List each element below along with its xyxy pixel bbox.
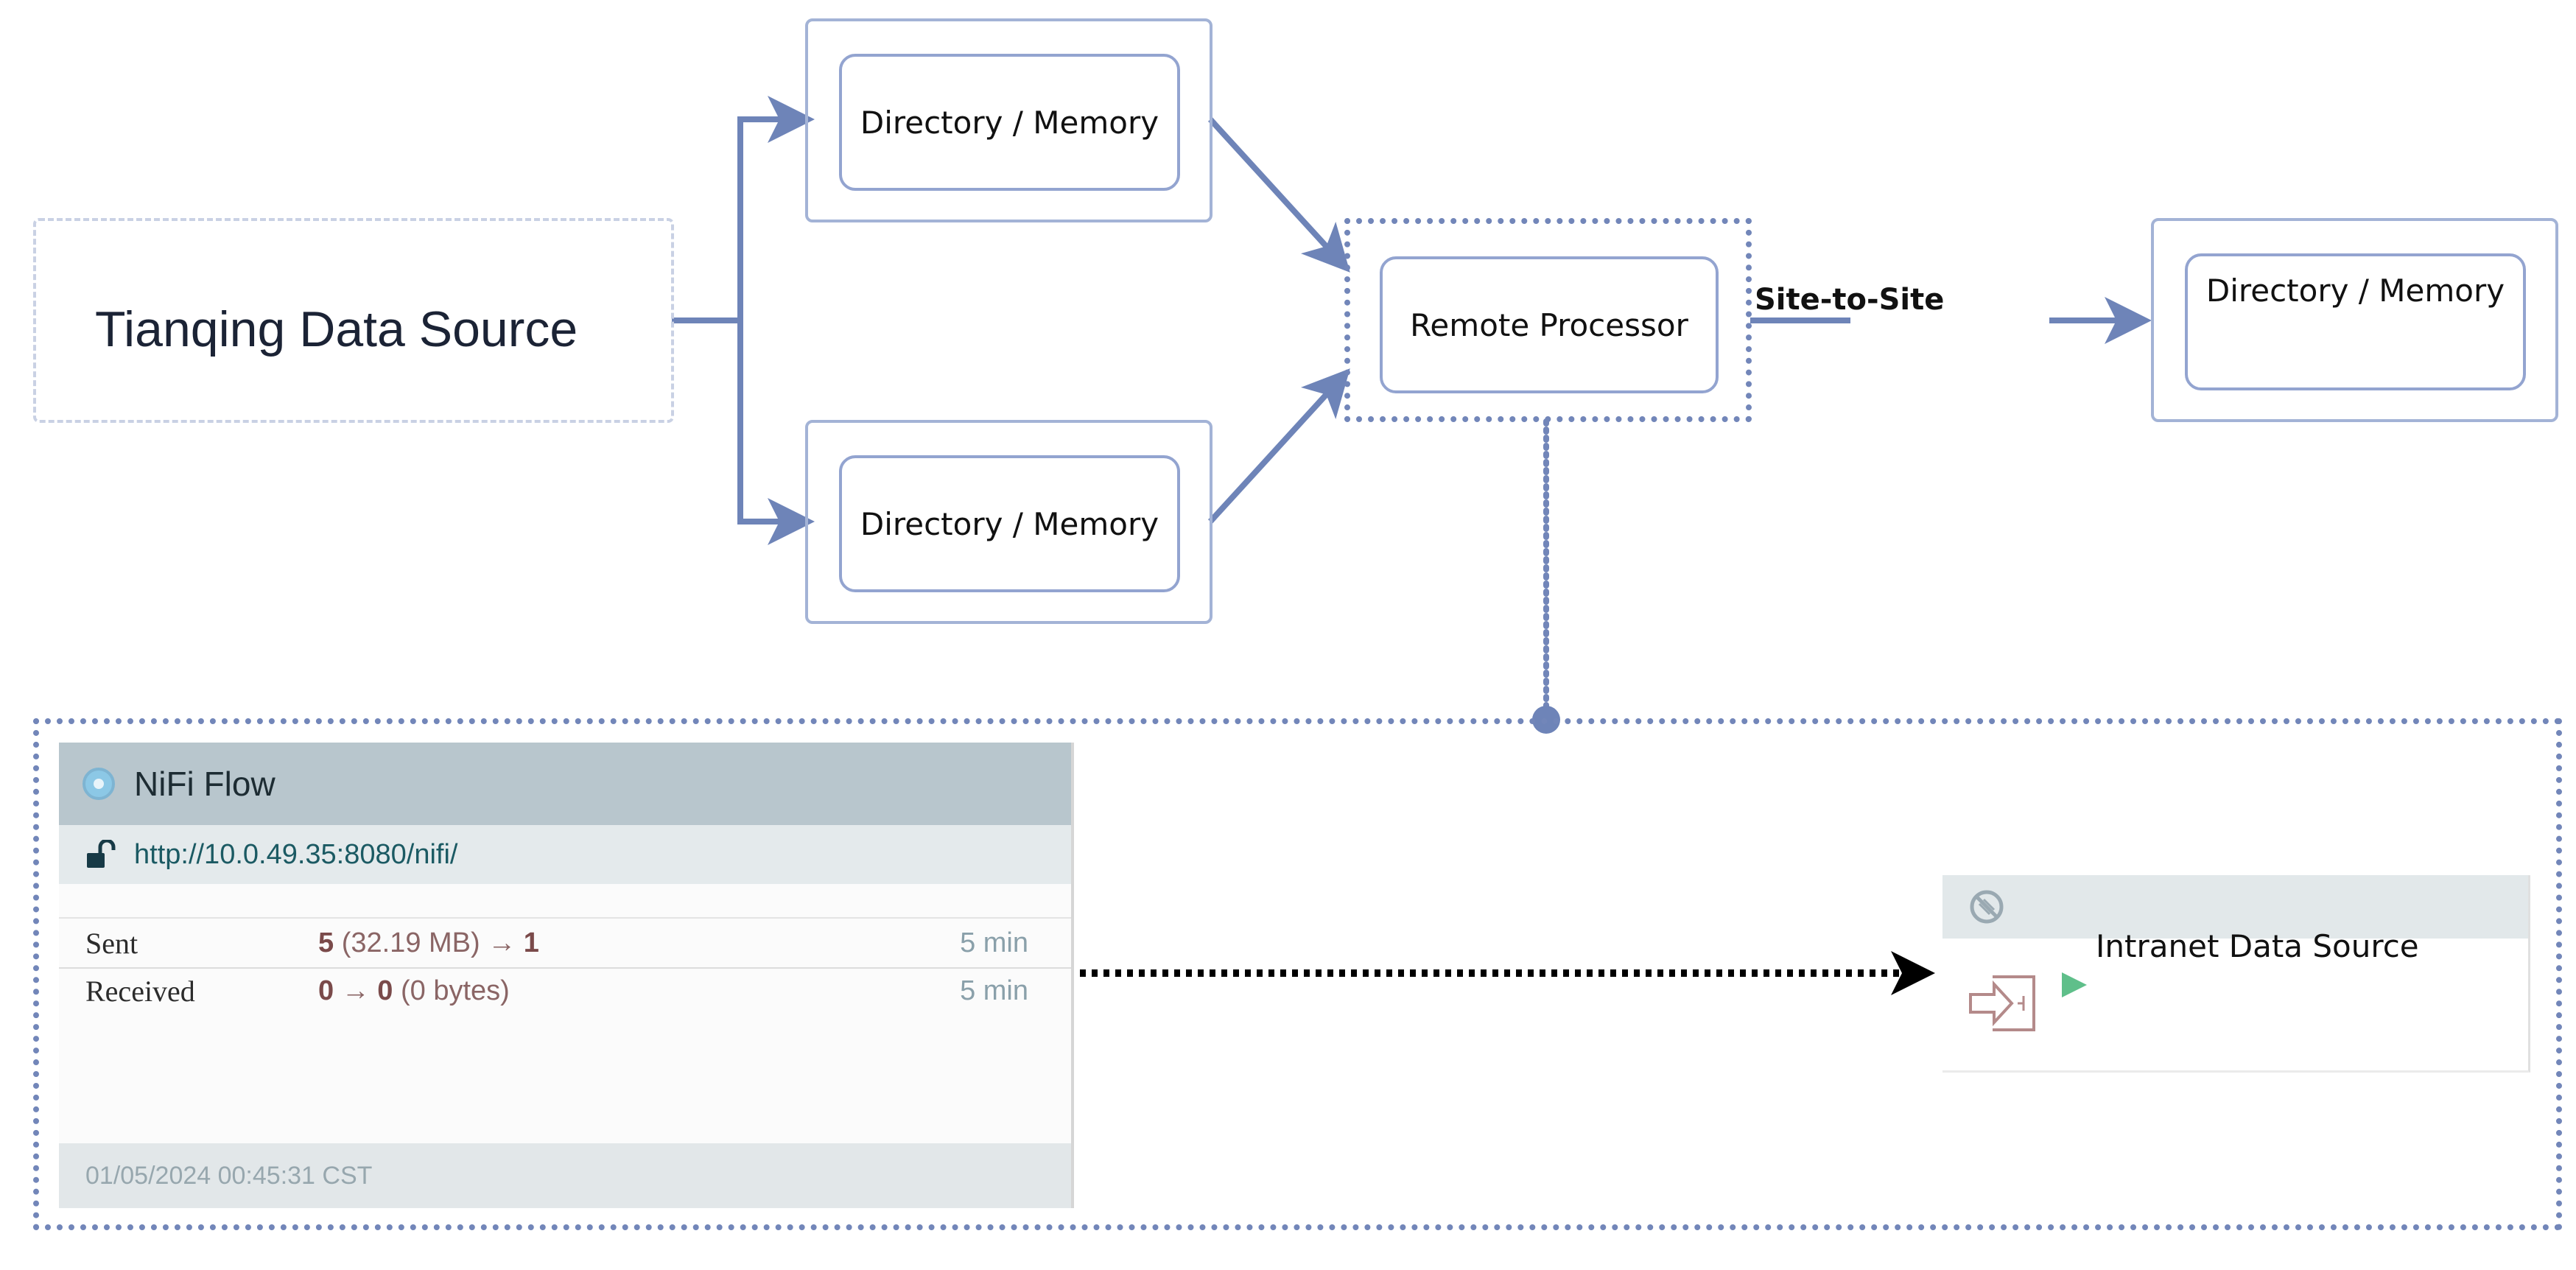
card-header: NiFi Flow <box>59 743 1071 825</box>
destination-inner: Directory / Memory <box>2185 253 2526 390</box>
input-port-icon <box>1969 975 2035 1031</box>
bottom-branch-connector <box>1208 368 1350 524</box>
received-row: Received 0 → 0 (0 bytes) 5 min <box>59 967 1071 1014</box>
source-node[interactable]: Tianqing Data Source <box>33 218 674 423</box>
intranet-port-label: Intranet Data Source <box>2096 928 2419 964</box>
received-label: Received <box>85 974 195 1008</box>
site-to-site-label: Site-to-Site <box>1755 283 1945 317</box>
remote-processor-inner: Remote Processor <box>1380 256 1719 393</box>
remote-processor-node[interactable]: Remote Processor <box>1344 218 1752 422</box>
card-timestamp: 01/05/2024 00:45:31 CST <box>85 1161 373 1190</box>
nifi-flow-card[interactable]: NiFi Flow http://10.0.49.35:8080/nifi/ S… <box>59 743 1074 1208</box>
port-header <box>1942 875 2528 939</box>
card-url[interactable]: http://10.0.49.35:8080/nifi/ <box>134 838 458 870</box>
card-footer: 01/05/2024 00:45:31 CST <box>59 1143 1071 1208</box>
received-value: 0 → 0 (0 bytes) <box>318 975 510 1006</box>
sent-value: 5 (32.19 MB) → 1 <box>318 927 539 958</box>
destination-label: Directory / Memory <box>2205 273 2505 309</box>
split-connector-lower <box>737 320 815 545</box>
source-label: Tianqing Data Source <box>95 301 578 357</box>
top-branch-inner: Directory / Memory <box>839 54 1180 191</box>
top-branch-connector <box>1208 117 1350 273</box>
bottom-branch-inner: Directory / Memory <box>839 455 1180 592</box>
running-indicator-icon <box>2062 972 2087 997</box>
remote-processor-label: Remote Processor <box>1410 306 1688 343</box>
intranet-port-node[interactable]: Intranet Data Source <box>1942 875 2530 1073</box>
remote-group-container <box>33 718 2562 1230</box>
card-url-row: http://10.0.49.35:8080/nifi/ <box>59 825 1071 884</box>
top-branch-node[interactable]: Directory / Memory <box>805 18 1212 222</box>
top-branch-label: Directory / Memory <box>860 104 1159 141</box>
unlock-icon <box>87 840 116 868</box>
info-icon[interactable] <box>83 768 115 800</box>
bottom-branch-node[interactable]: Directory / Memory <box>805 420 1212 624</box>
card-title: NiFi Flow <box>134 765 276 803</box>
destination-node[interactable]: Directory / Memory <box>2151 218 2558 422</box>
disabled-icon <box>1970 890 2004 924</box>
sent-label: Sent <box>85 926 138 960</box>
sent-row: Sent 5 (32.19 MB) → 1 5 min <box>59 919 1071 966</box>
sent-time: 5 min <box>960 927 1028 958</box>
bottom-branch-label: Directory / Memory <box>860 505 1159 542</box>
received-time: 5 min <box>960 975 1028 1006</box>
split-connector <box>672 96 815 323</box>
